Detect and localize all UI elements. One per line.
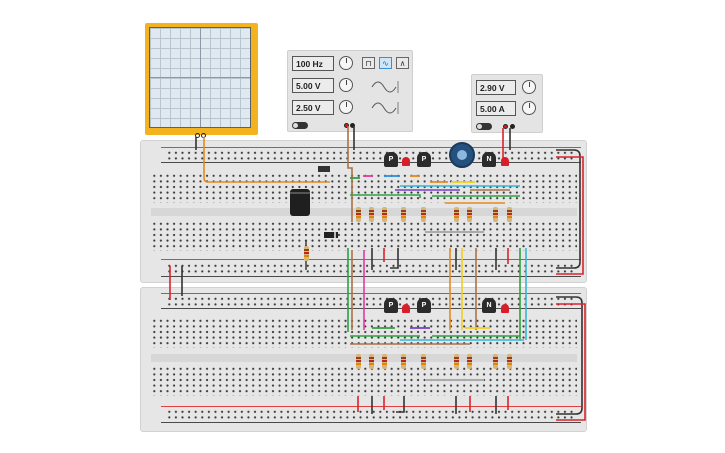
diode[interactable] bbox=[324, 232, 338, 238]
oscilloscope-terminal-positive[interactable] bbox=[195, 133, 200, 138]
center-channel bbox=[151, 208, 577, 216]
electrolytic-capacitor[interactable] bbox=[290, 189, 310, 216]
center-channel-2 bbox=[151, 354, 577, 362]
current-display: 5.00 A bbox=[476, 101, 516, 116]
power-rail-holes-2[interactable] bbox=[166, 296, 576, 306]
pnp-transistor-2[interactable]: P bbox=[417, 152, 431, 167]
frequency-display: 100 Hz bbox=[292, 56, 334, 71]
fg-terminal-negative[interactable] bbox=[350, 123, 355, 128]
resistor[interactable] bbox=[382, 354, 387, 369]
npn-transistor-1[interactable]: N bbox=[482, 152, 496, 167]
resistor[interactable] bbox=[467, 354, 472, 369]
resistor[interactable] bbox=[369, 354, 374, 369]
voltage-knob-icon[interactable] bbox=[522, 80, 536, 94]
resistor[interactable] bbox=[421, 207, 426, 222]
power-rail-red bbox=[161, 147, 581, 148]
power-rail-holes[interactable] bbox=[166, 150, 576, 160]
red-led-2[interactable] bbox=[501, 157, 509, 166]
resistor[interactable] bbox=[401, 207, 406, 222]
frequency-knob-icon[interactable] bbox=[339, 56, 353, 70]
resistor[interactable] bbox=[507, 207, 512, 222]
red-led-4[interactable] bbox=[501, 304, 509, 313]
waveform-preview-icon bbox=[371, 81, 399, 114]
pnp-transistor-1[interactable]: P bbox=[384, 152, 398, 167]
oscilloscope-center-horizontal bbox=[150, 77, 250, 78]
resistor[interactable] bbox=[421, 354, 426, 369]
potentiometer[interactable] bbox=[449, 142, 475, 168]
resistor[interactable] bbox=[369, 207, 374, 222]
triangle-wave-icon[interactable]: ∧ bbox=[396, 57, 409, 69]
wire-brown-fg bbox=[347, 126, 353, 222]
power-rail-red-2 bbox=[161, 293, 581, 294]
resistor[interactable] bbox=[401, 354, 406, 369]
oscilloscope[interactable] bbox=[145, 23, 258, 138]
square-wave-icon[interactable]: ⊓ bbox=[362, 57, 375, 69]
resistor[interactable] bbox=[382, 207, 387, 222]
power-rail-red-bottom bbox=[161, 259, 581, 260]
amplitude-display: 5.00 V bbox=[292, 78, 334, 93]
oscilloscope-screen bbox=[149, 27, 251, 128]
power-rail-black bbox=[161, 162, 581, 163]
pnp-transistor-3[interactable]: P bbox=[384, 298, 398, 313]
fg-terminal-positive[interactable] bbox=[344, 123, 349, 128]
wire-orange-scope bbox=[203, 137, 330, 183]
offset-display: 2.50 V bbox=[292, 100, 334, 115]
amplitude-knob-icon[interactable] bbox=[339, 78, 353, 92]
breadboard-bottom[interactable] bbox=[140, 287, 587, 432]
power-rail-black-bottom-2 bbox=[161, 422, 581, 423]
power-rail-black-2 bbox=[161, 308, 581, 309]
offset-knob-icon[interactable] bbox=[339, 100, 353, 114]
ps-power-switch-icon[interactable] bbox=[476, 123, 492, 130]
resistor[interactable] bbox=[493, 207, 498, 222]
resistor[interactable] bbox=[507, 354, 512, 369]
current-knob-icon[interactable] bbox=[522, 101, 536, 115]
power-rail-holes-bottom-2[interactable] bbox=[166, 409, 576, 419]
power-supply[interactable]: 2.90 V 5.00 A bbox=[471, 74, 543, 133]
npn-transistor-2[interactable]: N bbox=[482, 298, 496, 313]
power-rail-holes-bottom[interactable] bbox=[166, 263, 576, 273]
sine-wave-icon[interactable]: ∿ bbox=[379, 57, 392, 69]
terminal-strip-bottom-2[interactable] bbox=[151, 366, 577, 396]
power-switch-icon[interactable] bbox=[292, 122, 308, 129]
ps-terminal-negative[interactable] bbox=[510, 124, 515, 129]
ps-terminal-positive[interactable] bbox=[503, 124, 508, 129]
resistor[interactable] bbox=[493, 354, 498, 369]
function-generator[interactable]: 100 Hz 5.00 V 2.50 V ⊓ ∿ ∧ bbox=[287, 50, 413, 132]
power-rail-black-bottom bbox=[161, 276, 581, 277]
terminal-strip-bottom[interactable] bbox=[151, 221, 577, 251]
resistor[interactable] bbox=[454, 354, 459, 369]
resistor[interactable] bbox=[454, 207, 459, 222]
resistor[interactable] bbox=[356, 354, 361, 369]
resistor[interactable] bbox=[356, 207, 361, 222]
resistor[interactable] bbox=[304, 246, 309, 261]
resistor[interactable] bbox=[467, 207, 472, 222]
slide-switch[interactable] bbox=[318, 166, 330, 172]
voltage-display: 2.90 V bbox=[476, 80, 516, 95]
red-led-1[interactable] bbox=[402, 157, 410, 166]
terminal-strip-top[interactable] bbox=[151, 173, 577, 203]
red-led-3[interactable] bbox=[402, 304, 410, 313]
power-rail-red-bottom-2 bbox=[161, 406, 581, 407]
pnp-transistor-4[interactable]: P bbox=[417, 298, 431, 313]
breadboard-top[interactable] bbox=[140, 140, 587, 283]
